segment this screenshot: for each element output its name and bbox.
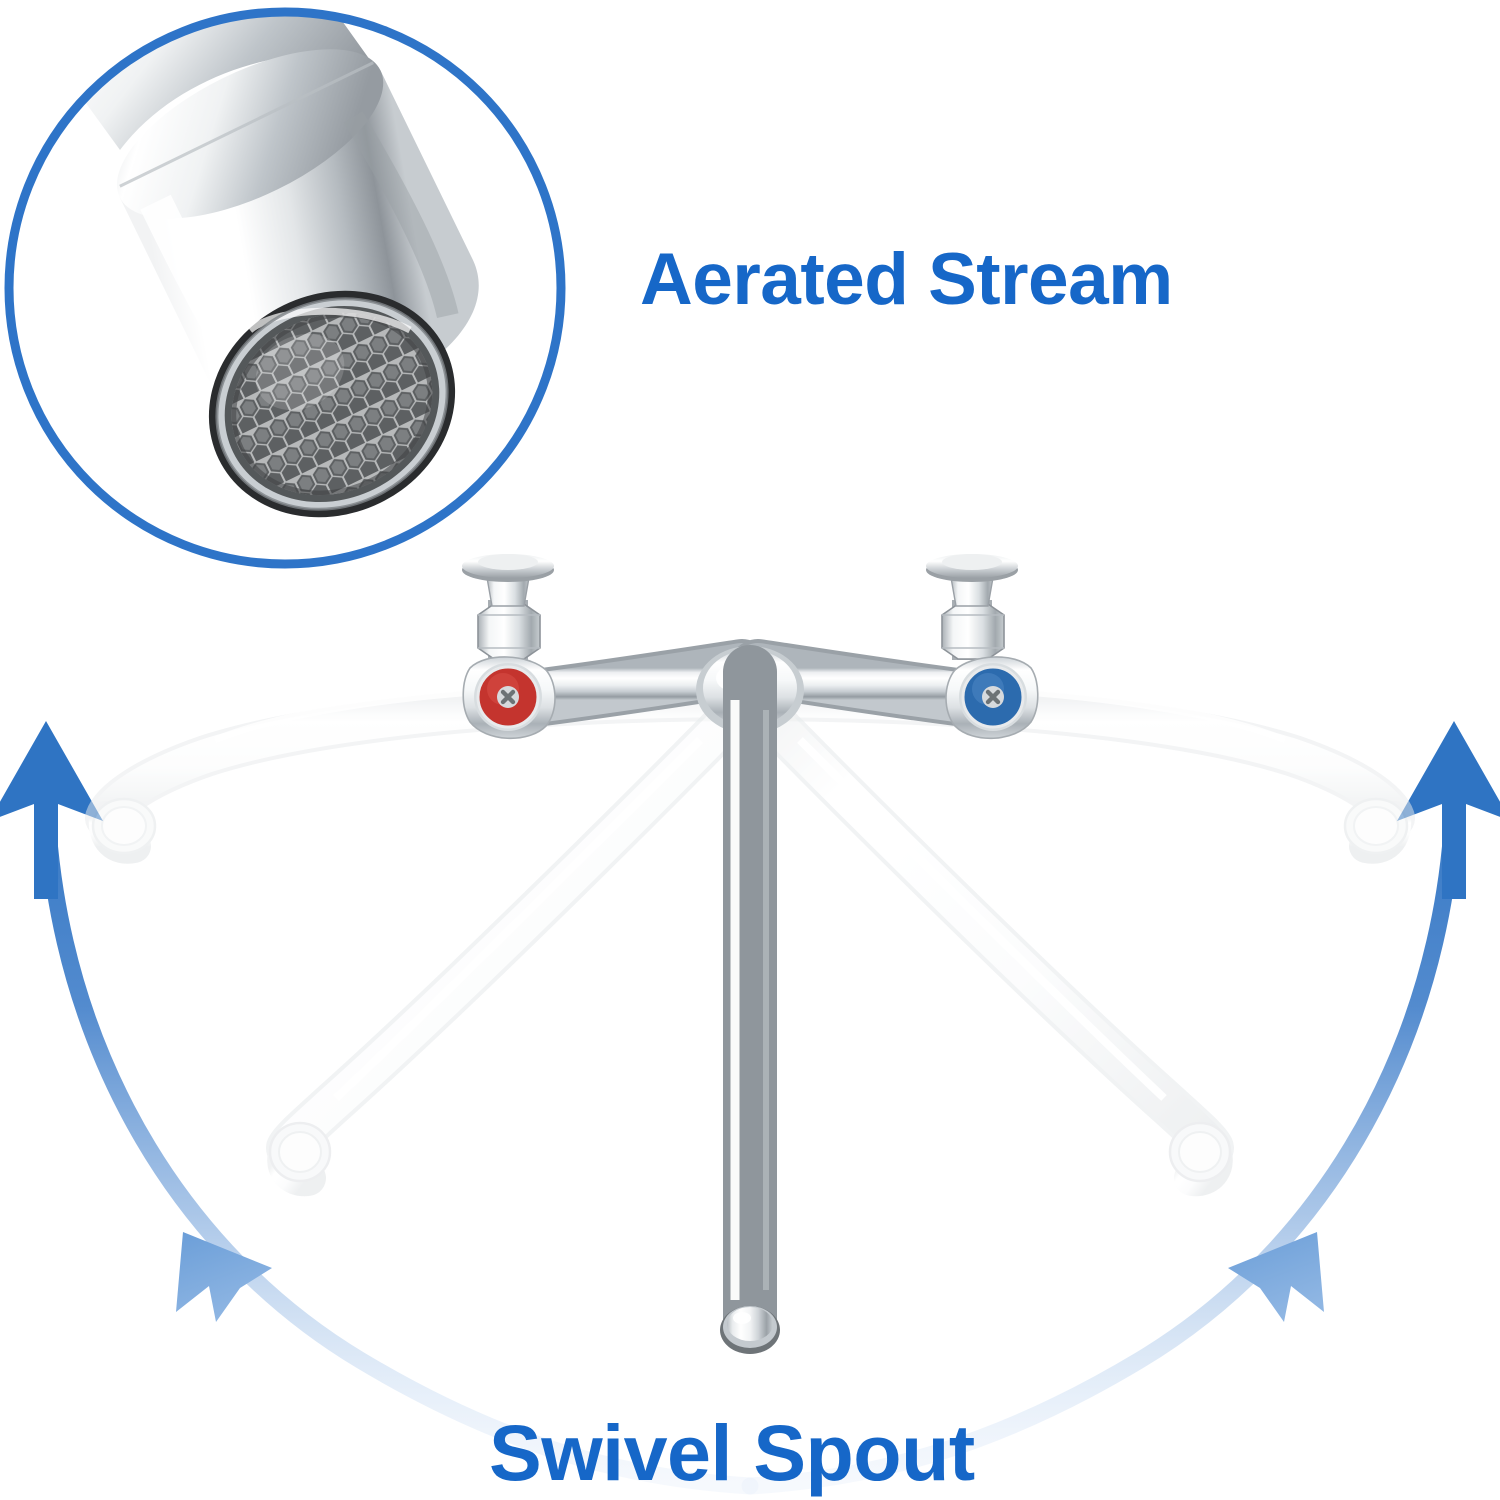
aerated-stream-label: Aerated Stream [640,239,1173,320]
faucet-assembly [462,554,1039,1354]
aerator-callout-group [4,7,566,569]
swivel-range-arc-group [0,721,1500,1495]
faucet-right-valve-mount [926,554,1039,740]
swivel-spout-label: Swivel Spout [489,1408,975,1497]
ghost-spout-right-diagonal [736,684,1234,1197]
ghost-spout-left-diagonal [266,684,764,1197]
spout-aerator-tip [720,1306,780,1354]
faucet-spout-down [723,645,777,1349]
faucet-left-valve-mount [462,554,556,740]
